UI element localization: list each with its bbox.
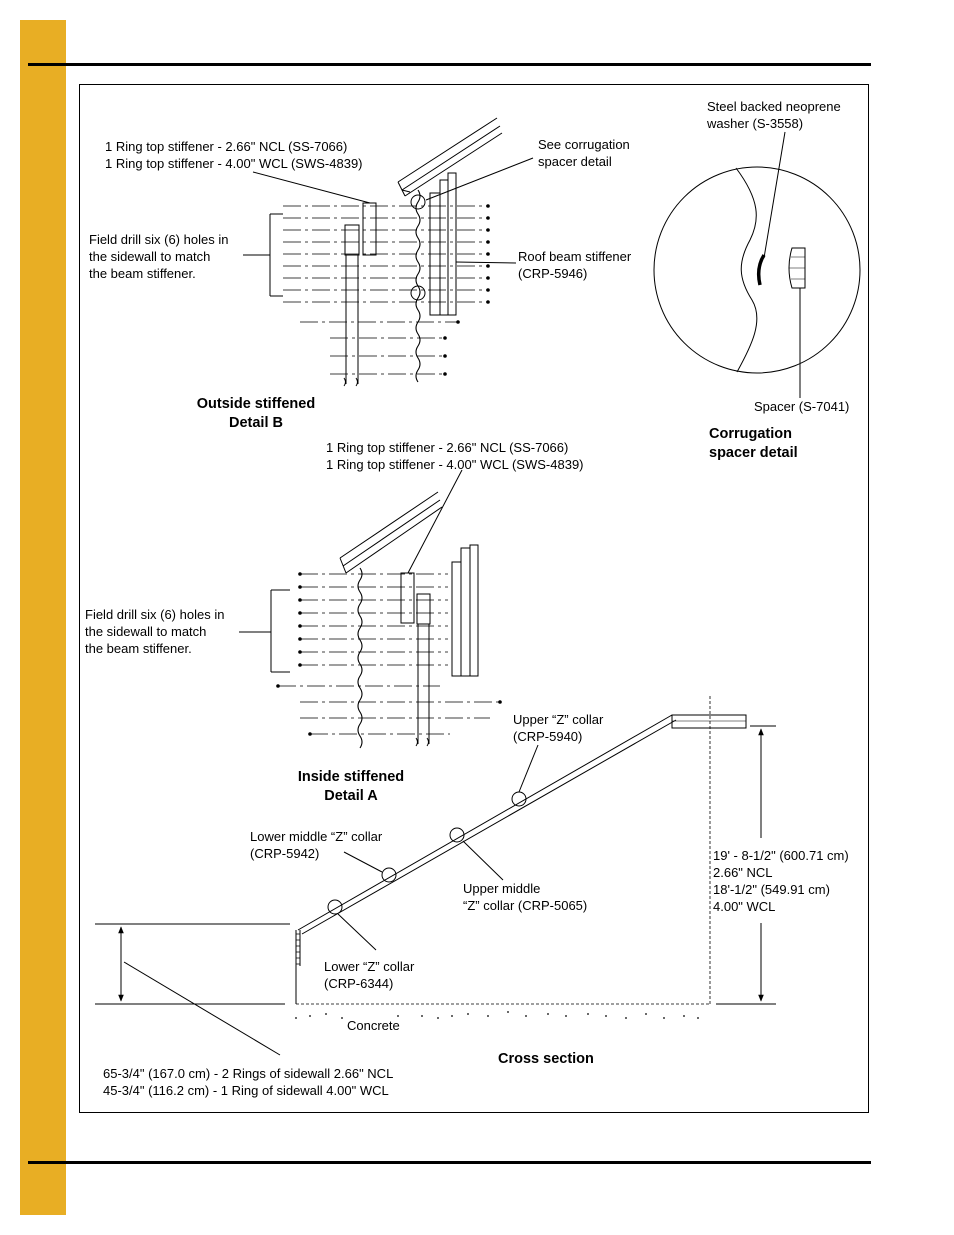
detail-a-drill-note-2: the sidewall to match [85,624,207,639]
roof-beam-stiffener-part: (CRP-5946) [518,266,588,281]
footer-rule [28,1161,871,1164]
detail-a-drill-note-1: Field drill six (6) holes in [85,607,225,622]
detail-b-stiffener-label-ncl: 1 Ring top stiffener - 2.66" NCL (SS-706… [105,139,348,154]
height-dim-wcl-type: 4.00" WCL [713,899,776,914]
detail-b-stiffener-label-wcl: 1 Ring top stiffener - 4.00" WCL (SWS-48… [105,156,363,171]
header-rule [28,63,871,66]
detail-b-drill-note-2: the sidewall to match [89,249,211,264]
cross-section-drawing [95,696,776,1056]
corrugation-subtitle: spacer detail [709,445,798,461]
lower-z-collar-label: Lower “Z” collar [324,959,415,974]
lower-z-collar-part: (CRP-6344) [324,976,394,991]
detail-b-drill-note-3: the beam stiffener. [89,266,196,281]
detail-b-drawing [243,117,534,387]
detail-a-drawing [239,469,502,749]
spacer-label: Spacer (S-7041) [754,399,850,414]
figure-frame [79,84,869,1113]
lower-middle-z-collar-part: (CRP-5942) [250,846,320,861]
page-side-tab [20,20,66,1215]
washer-label-2: washer (S-3558) [707,116,804,131]
detail-b-drill-note-1: Field drill six (6) holes in [89,232,229,247]
detail-b-title: Outside stiffened [196,396,316,412]
cross-section-title: Cross section [498,1051,594,1067]
washer-label-1: Steel backed neoprene [707,99,841,114]
detail-a-drill-note-3: the beam stiffener. [85,641,192,656]
detail-b-subtitle: Detail B [229,415,283,431]
sidewall-height-ncl: 65-3/4" (167.0 cm) - 2 Rings of sidewall… [103,1066,394,1081]
detail-a-stiffener-label-ncl: 1 Ring top stiffener - 2.66" NCL (SS-706… [326,440,569,455]
upper-z-collar-part: (CRP-5940) [513,729,583,744]
roof-beam-stiffener-label: Roof beam stiffener [518,249,632,264]
detail-a-title: Inside stiffened [297,769,405,785]
detail-a-subtitle: Detail A [324,788,378,804]
detail-a-stiffener-label-wcl: 1 Ring top stiffener - 4.00" WCL (SWS-48… [326,457,584,472]
height-dim-ncl: 19' - 8-1/2" (600.71 cm) [713,848,849,863]
lower-middle-z-collar-label: Lower middle “Z” collar [250,829,383,844]
corrugation-detail-drawing [653,131,861,398]
sidewall-height-wcl: 45-3/4" (116.2 cm) - 1 Ring of sidewall … [103,1083,389,1098]
upper-z-collar-label: Upper “Z” collar [513,712,604,727]
corrugation-title: Corrugation [709,426,792,442]
see-corrugation-label-2: spacer detail [538,154,612,169]
see-corrugation-label: See corrugation [538,137,630,152]
upper-middle-z-collar-label: Upper middle [463,881,541,896]
concrete-label: Concrete [347,1018,400,1033]
height-dim-wcl: 18'-1/2" (549.91 cm) [713,882,830,897]
height-dim-ncl-type: 2.66" NCL [713,865,773,880]
upper-middle-z-collar-part: “Z” collar (CRP-5065) [463,898,588,913]
